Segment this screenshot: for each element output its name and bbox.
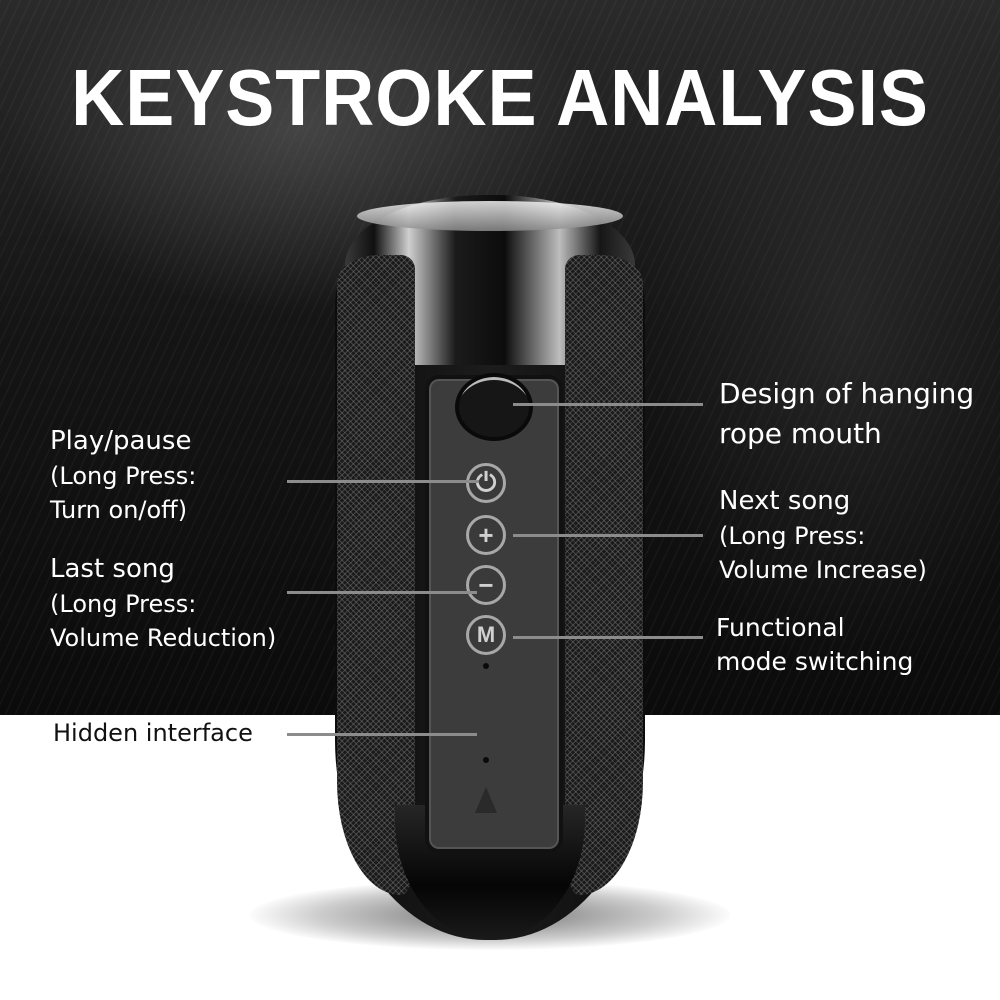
power-icon: ⏻	[475, 467, 497, 497]
leader-next-song	[513, 534, 703, 537]
power-button[interactable]: ⏻	[466, 463, 506, 503]
callout-mode-line2: mode switching	[716, 647, 914, 676]
callout-last-song-title: Last song	[50, 554, 175, 584]
callout-play-pause-line1: (Long Press:	[50, 462, 197, 490]
callout-hanging-rope-line2: rope mouth	[719, 417, 882, 450]
hanging-rope-hook	[455, 373, 533, 441]
callout-hidden-interface: Hidden interface	[53, 716, 253, 750]
callout-hanging-rope: Design of hanging rope mouth	[719, 374, 974, 454]
callout-next-song-line2: Volume Increase)	[719, 556, 927, 584]
control-panel	[425, 375, 563, 853]
page-title: KEYSTROKE ANALYSIS	[71, 53, 929, 142]
callout-next-song-line1: (Long Press:	[719, 522, 866, 550]
leader-play-pause	[287, 480, 479, 483]
volume-down-button[interactable]: −	[466, 565, 506, 605]
speaker-top-rim	[357, 201, 623, 231]
minus-icon: −	[478, 569, 494, 600]
indicator-hole	[483, 757, 489, 763]
leader-hanging-rope	[513, 403, 703, 406]
callout-play-pause-title: Play/pause	[50, 426, 192, 456]
callout-hidden-interface-title: Hidden interface	[53, 719, 253, 747]
callout-play-pause-line2: Turn on/off)	[50, 496, 188, 524]
mode-button[interactable]: M	[466, 615, 506, 655]
callout-next-song-title: Next song	[719, 486, 851, 516]
mode-icon: M	[476, 622, 496, 647]
callout-last-song-line2: Volume Reduction)	[50, 624, 277, 652]
leader-last-song	[287, 591, 477, 594]
volume-up-button[interactable]: +	[466, 515, 506, 555]
speaker-product: ⏻ + − M	[335, 195, 645, 940]
callout-mode-line1: Functional	[716, 613, 845, 642]
speaker-mesh-left	[337, 255, 415, 895]
callout-hanging-rope-line1: Design of hanging	[719, 377, 975, 410]
speaker-mesh-right	[565, 255, 643, 895]
microphone-hole	[483, 663, 489, 669]
callout-play-pause: Play/pause (Long Press: Turn on/off)	[50, 423, 196, 527]
callout-next-song: Next song (Long Press: Volume Increase)	[719, 483, 927, 587]
callout-last-song-line1: (Long Press:	[50, 590, 197, 618]
plus-icon: +	[478, 519, 494, 550]
callout-last-song: Last song (Long Press: Volume Reduction)	[50, 551, 276, 655]
callout-mode: Functional mode switching	[716, 611, 913, 679]
leader-mode	[513, 636, 703, 639]
cover-arrow-icon	[475, 787, 497, 813]
leader-hidden-interface	[287, 733, 477, 736]
